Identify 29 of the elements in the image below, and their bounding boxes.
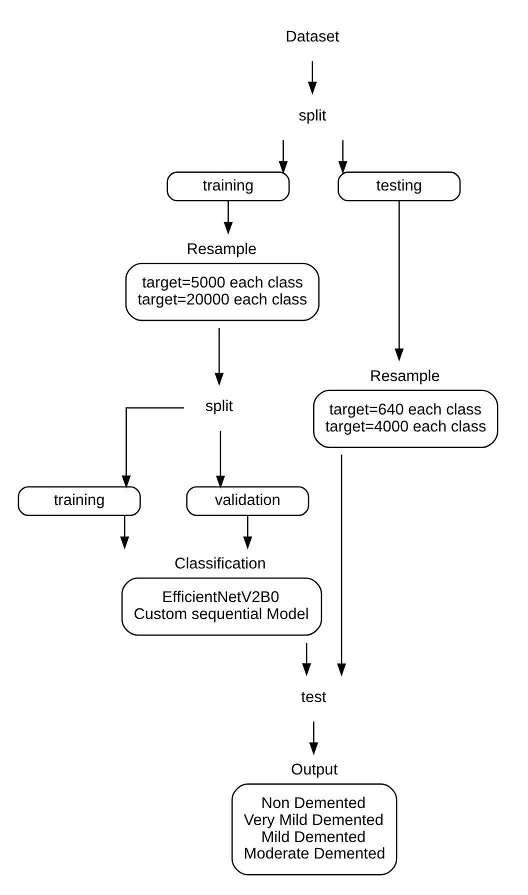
node-text: Dataset [285,28,339,46]
node-label: Resample [186,240,256,258]
arrow [278,140,288,174]
arrow [302,642,311,676]
node-box: training [17,486,140,516]
arrow [121,406,184,488]
node-box: testing [337,171,460,201]
node-box: Non Demented Very Mild Demented Mild Demented Moderate Demented [230,782,397,875]
arrow [307,60,316,94]
arrow [120,514,129,549]
node-box: target=640 each class target=4000 each class [312,389,498,448]
node-box: validation [186,486,309,516]
arrow [242,514,252,549]
arrow [223,200,232,234]
arrow [215,430,224,488]
node-text: split [298,107,326,124]
node-label: Classification [174,555,266,572]
node-label: Resample [370,367,440,384]
node-label: Output [290,760,338,778]
node-box: EfficientNetV2B0 Custom sequential Model [120,577,322,636]
node-box: training [166,171,290,201]
node-text: test [300,688,326,706]
arrow [338,140,347,174]
arrow [336,454,346,676]
arrow [394,200,404,361]
arrow [308,721,318,755]
node-text: split [204,398,232,415]
arrow [214,327,224,386]
node-box: target=5000 each class target=20000 each class [124,262,320,321]
